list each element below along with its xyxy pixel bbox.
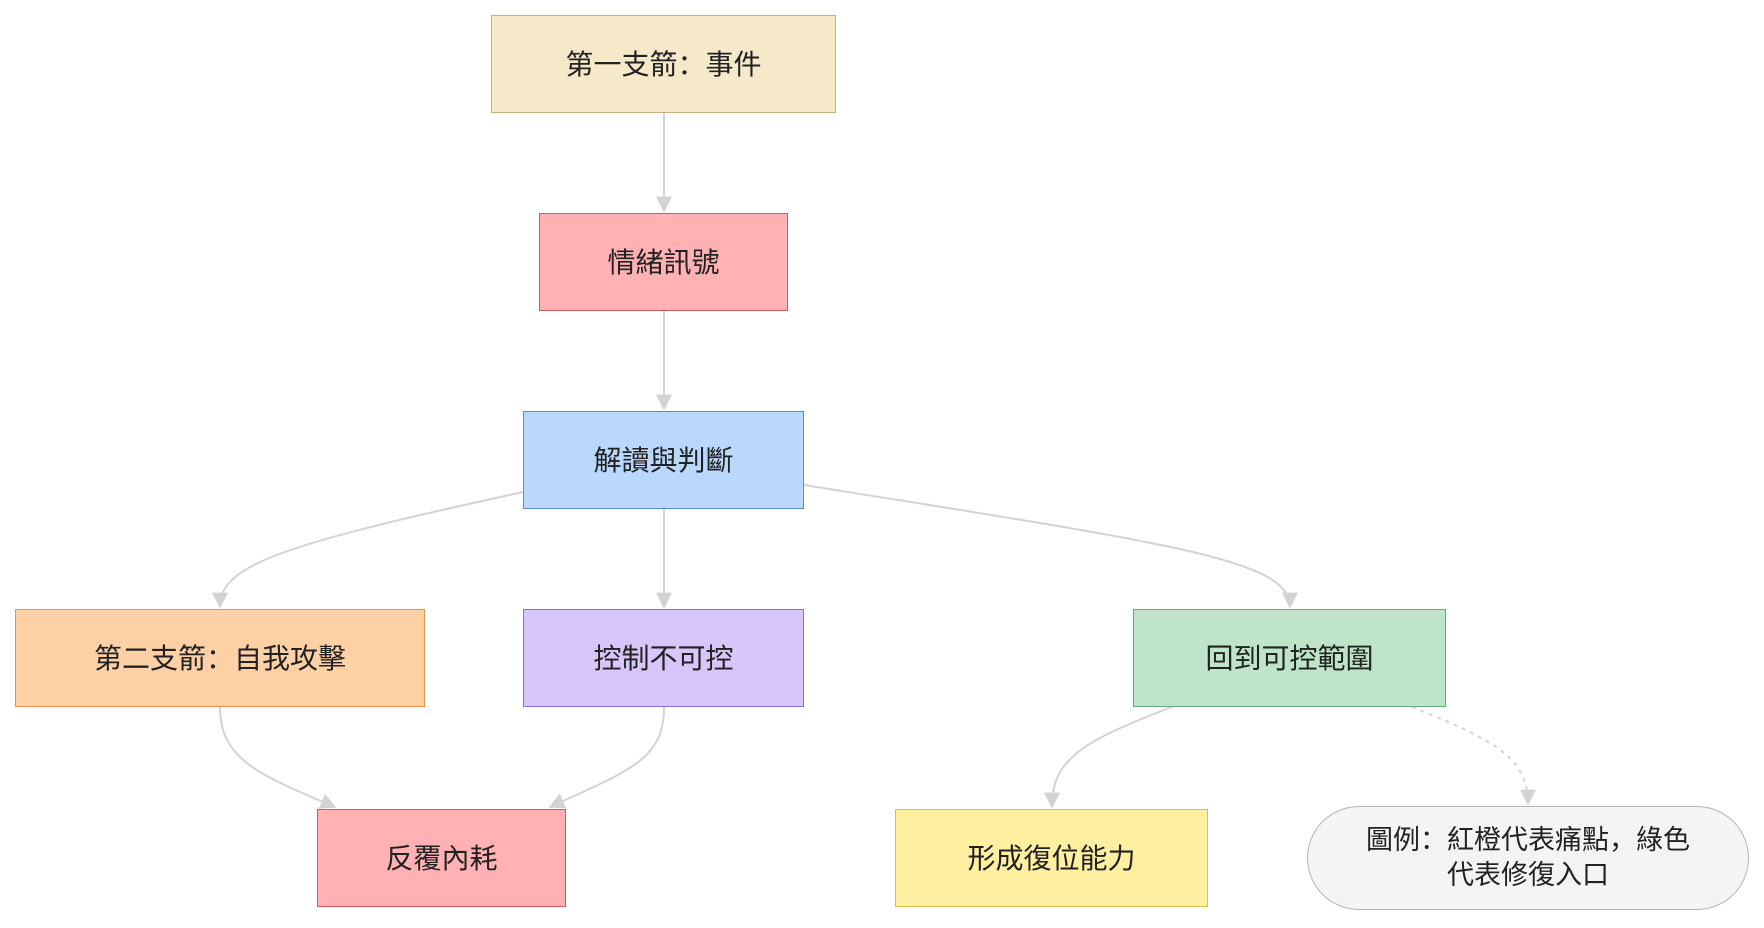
node-rumination: 反覆內耗 [317,809,566,907]
legend-line-1: 圖例：紅橙代表痛點，綠色 [1366,824,1690,856]
edge-second-arrow-rumination [219,706,337,809]
node-resilience: 形成復位能力 [895,809,1208,907]
node-second-arrow-label: 第二支箭：自我攻擊 [93,641,346,675]
node-back-to-control: 回到可控範圍 [1133,609,1446,707]
node-uncontrollable: 控制不可控 [523,609,804,707]
node-uncontrollable-label: 控制不可控 [593,641,734,675]
node-event-label: 第一支箭：事件 [565,47,762,81]
node-resilience-label: 形成復位能力 [967,841,1136,875]
edge-back-to-control-legend [1411,706,1536,806]
edge-uncontrollable-rumination [548,706,665,809]
legend-note: 圖例：紅橙代表痛點，綠色 代表修復入口 [1307,806,1749,910]
edge-back-to-control-resilience [1044,706,1173,809]
node-back-to-control-label: 回到可控範圍 [1205,641,1374,675]
node-judgement: 解讀與判斷 [523,411,804,509]
edge-judgement-back-to-control [803,484,1298,609]
node-emotion: 情緒訊號 [539,213,788,311]
node-event: 第一支箭：事件 [491,15,836,113]
node-rumination-label: 反覆內耗 [385,841,498,875]
node-judgement-label: 解讀與判斷 [593,443,734,477]
legend-line-2: 代表修復入口 [1447,860,1609,891]
node-emotion-label: 情緒訊號 [607,245,720,279]
edge-judgement-second-arrow [212,491,524,609]
node-second-arrow: 第二支箭：自我攻擊 [15,609,425,707]
